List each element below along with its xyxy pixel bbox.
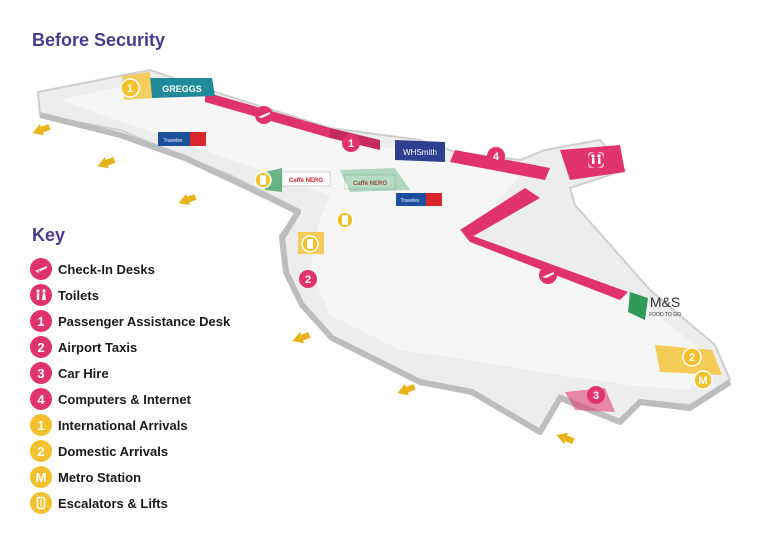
number-icon: 1 [30,414,52,436]
entrance-arrow-2 [97,157,116,169]
greggs-shop [150,78,215,98]
check-in-desks-right [460,188,540,238]
marker-check-in-2[interactable] [539,266,557,284]
key-item-label: Metro Station [58,469,142,485]
marker-computers[interactable] [487,147,505,165]
marker-international-arrivals-label: 1 [127,83,133,95]
number-icon: 3 [30,362,52,384]
key-item-label: Toilets [58,287,99,303]
key-item: 3 Car Hire [30,360,230,386]
entrance-arrow-1 [32,124,51,136]
key-item: 2 Domestic Arrivals [30,438,230,464]
key-item: M Metro Station [30,464,230,490]
caffe-nero-label-1: Caffè NERO [289,178,323,184]
key-item-label: Check-In Desks [58,261,155,277]
entrance-arrow-6 [556,432,575,444]
marker-metro-station[interactable] [693,370,713,390]
key-item-label: Domestic Arrivals [58,443,169,459]
number-icon: 2 [30,336,52,358]
marker-airport-taxis[interactable] [299,270,317,288]
key-item: Escalators & Lifts [30,490,230,516]
marker-toilets[interactable] [588,152,604,168]
ms-sub-label: FOOD TO GO [649,312,681,318]
page-title: Before Security [32,30,166,50]
number-icon: 2 [30,440,52,462]
entrance-arrow-4 [292,332,311,344]
metro-icon: M [30,466,52,488]
marker-domestic-arrivals-label: 2 [689,352,695,364]
computers-corridor [450,150,550,180]
key-item: Toilets [30,282,230,308]
key-item: Check-In Desks [30,256,230,282]
escalator-icon [30,492,52,514]
key-item-label: Passenger Assistance Desk [58,313,231,329]
ms-shop [628,292,648,320]
marker-escalator-3[interactable] [301,235,319,253]
key-item-label: International Arrivals [58,417,188,433]
travelex-label-1: Travelex [164,138,183,144]
marker-car-hire-label: 3 [593,390,599,402]
key-item: 1 International Arrivals [30,412,230,438]
key-item-label: Car Hire [58,365,109,381]
marker-check-in-1[interactable] [255,106,273,124]
travelex-label-2: Travelex [401,198,420,204]
key-item-label: Computers & Internet [58,391,191,407]
key-item: 1 Passenger Assistance Desk [30,308,230,334]
key-item: 4 Computers & Internet [30,386,230,412]
marker-metro-station-label: M [698,375,707,387]
key-item-label: Airport Taxis [58,339,138,355]
caffe-nero-shop-2 [344,174,396,190]
number-icon: 1 [30,310,52,332]
toilets-icon [30,284,52,306]
key-item: 2 Airport Taxis [30,334,230,360]
caffe-nero-label-2: Caffè NERO [353,181,387,187]
key-item-label: Escalators & Lifts [58,495,168,511]
terminal-outer-wall [39,112,732,435]
check-in-desks-right-2 [462,232,628,300]
key-title: Key [32,225,66,245]
marker-passenger-assistance-label: 1 [348,138,354,150]
number-icon: 4 [30,388,52,410]
ms-label: M&S [650,294,680,310]
marker-airport-taxis-label: 2 [305,274,311,286]
greggs-label: GREGGS [162,84,202,94]
marker-escalator-1[interactable] [254,171,272,189]
marker-escalator-2[interactable] [336,211,354,229]
terminal-concourse [60,80,700,390]
entrance-arrow-5 [397,384,416,396]
plane-icon [30,258,52,280]
marker-passenger-assistance[interactable] [342,134,360,152]
entrance-arrow-3 [178,194,197,206]
marker-computers-label: 4 [493,151,500,163]
whsmith-label: WHSmith [403,148,437,157]
marker-international-arrivals[interactable] [120,78,140,98]
marker-domestic-arrivals[interactable] [682,347,702,367]
whsmith-shop [395,140,445,162]
marker-car-hire[interactable] [587,386,605,404]
